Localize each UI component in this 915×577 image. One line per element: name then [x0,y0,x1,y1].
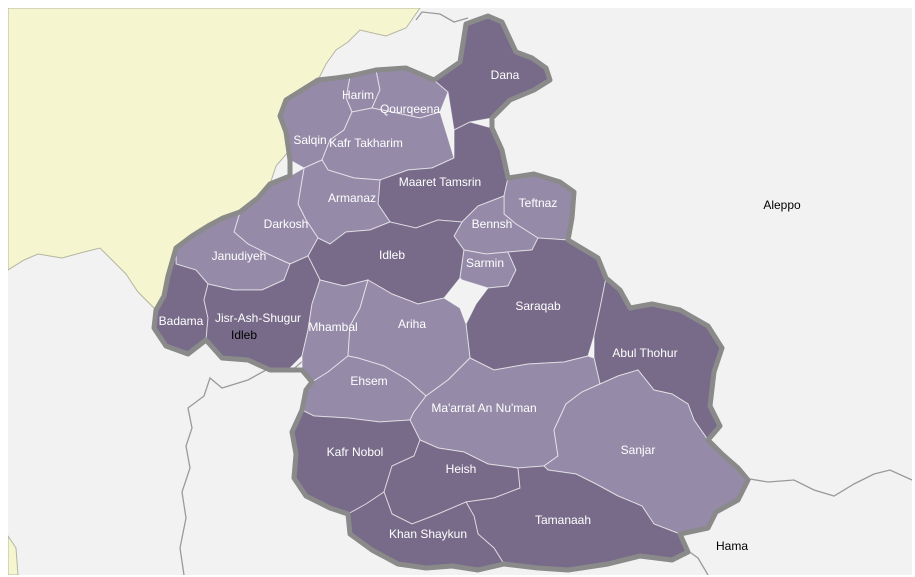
border-line-aleppo-hama [743,469,912,497]
label-hama: Hama [716,539,748,553]
map-canvas[interactable]: Harim Qourqeena Dana Salqin Kafr Takhari… [8,8,912,575]
district-sarmin[interactable] [459,249,517,289]
map-container[interactable]: Harim Qourqeena Dana Salqin Kafr Takhari… [8,8,912,575]
governorate-outline [151,13,751,573]
border-line-latakia [179,359,305,575]
label-aleppo: Aleppo [763,198,801,212]
border-line-turkey-north [415,11,469,23]
districts-layer [153,15,749,571]
district-dana[interactable] [433,15,551,131]
turkey-land-sw [8,535,19,575]
